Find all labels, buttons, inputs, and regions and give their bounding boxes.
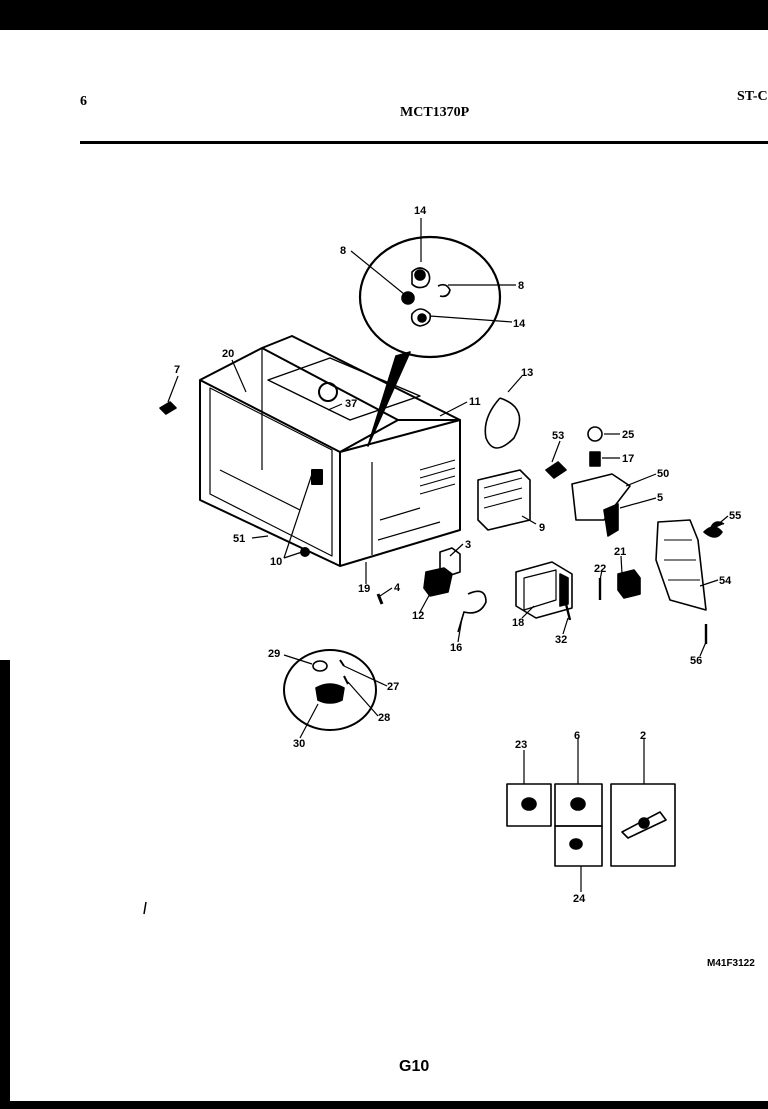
callout-28: 28 <box>378 712 390 724</box>
callout-22: 22 <box>594 563 606 575</box>
callout-18: 18 <box>512 617 524 629</box>
callout-10: 10 <box>270 556 282 568</box>
callout-53: 53 <box>552 430 564 442</box>
part-54-shape <box>655 519 707 611</box>
callout-8: 8 <box>518 280 524 292</box>
leader-lines <box>167 218 729 892</box>
callout-54: 54 <box>719 575 732 587</box>
callout-55: 55 <box>729 510 741 522</box>
callout-13: 13 <box>521 367 533 379</box>
callout-30: 30 <box>293 738 305 750</box>
cabinet-body <box>199 335 461 567</box>
callout-20: 20 <box>222 348 234 360</box>
callout-21: 21 <box>614 546 626 558</box>
callout-17: 17 <box>622 453 634 465</box>
callout-6: 6 <box>574 730 580 742</box>
part-12-shape <box>423 567 453 597</box>
part-cards <box>506 783 676 867</box>
callout-16: 16 <box>450 642 462 654</box>
part-50-shape <box>571 473 631 521</box>
callout-24: 24 <box>573 893 586 905</box>
callout-56: 56 <box>690 655 702 667</box>
part-55-shape <box>703 521 725 538</box>
turntable-detail <box>283 649 377 731</box>
callout-14: 14 <box>414 205 427 217</box>
callout-5: 5 <box>657 492 663 504</box>
callout-32: 32 <box>555 634 567 646</box>
part-21-shape <box>617 569 641 599</box>
part-32-shape <box>564 603 572 621</box>
page-number: 6 <box>80 94 87 109</box>
page-code: G10 <box>399 1058 430 1075</box>
callout-7: 7 <box>174 364 180 376</box>
detail-circle-top <box>358 235 502 447</box>
callout-2: 2 <box>640 730 646 742</box>
model-number: MCT1370P <box>400 105 470 120</box>
callout-11: 11 <box>469 396 481 408</box>
part-18-shape <box>515 561 573 619</box>
callout-14: 14 <box>513 318 526 330</box>
callout-9: 9 <box>539 522 545 534</box>
callout-4: 4 <box>394 582 401 594</box>
callout-27: 27 <box>387 681 399 693</box>
callout-12: 12 <box>412 610 424 622</box>
part-25-shape <box>587 426 603 442</box>
part-7-shape <box>159 401 177 415</box>
callout-8: 8 <box>340 245 346 257</box>
callout-29: 29 <box>268 648 280 660</box>
callout-19: 19 <box>358 583 370 595</box>
scan-border-left <box>0 660 10 1109</box>
callout-50: 50 <box>657 468 669 480</box>
callout-37: 37 <box>345 398 357 410</box>
part-17-shape <box>589 451 601 467</box>
section-code: ST-C <box>737 89 768 104</box>
callout-51: 51 <box>233 533 245 545</box>
scan-border-bottom <box>0 1101 768 1109</box>
scan-mark <box>143 901 147 915</box>
part-53-shape <box>545 461 567 479</box>
header-rule <box>80 141 768 144</box>
callout-25: 25 <box>622 429 634 441</box>
part-5-shape <box>603 503 619 537</box>
callout-3: 3 <box>465 539 471 551</box>
part-9-shape <box>477 469 531 531</box>
callout-labels: 14 8 8 14 7 20 37 11 13 53 25 17 50 5 9 … <box>174 205 741 905</box>
scan-border-top <box>0 0 768 30</box>
part-13-shape <box>484 397 521 449</box>
part-4-shape <box>376 593 384 605</box>
diagram-code: M41F3122 <box>707 958 755 969</box>
part-16-shape <box>457 590 487 633</box>
callout-23: 23 <box>515 739 527 751</box>
